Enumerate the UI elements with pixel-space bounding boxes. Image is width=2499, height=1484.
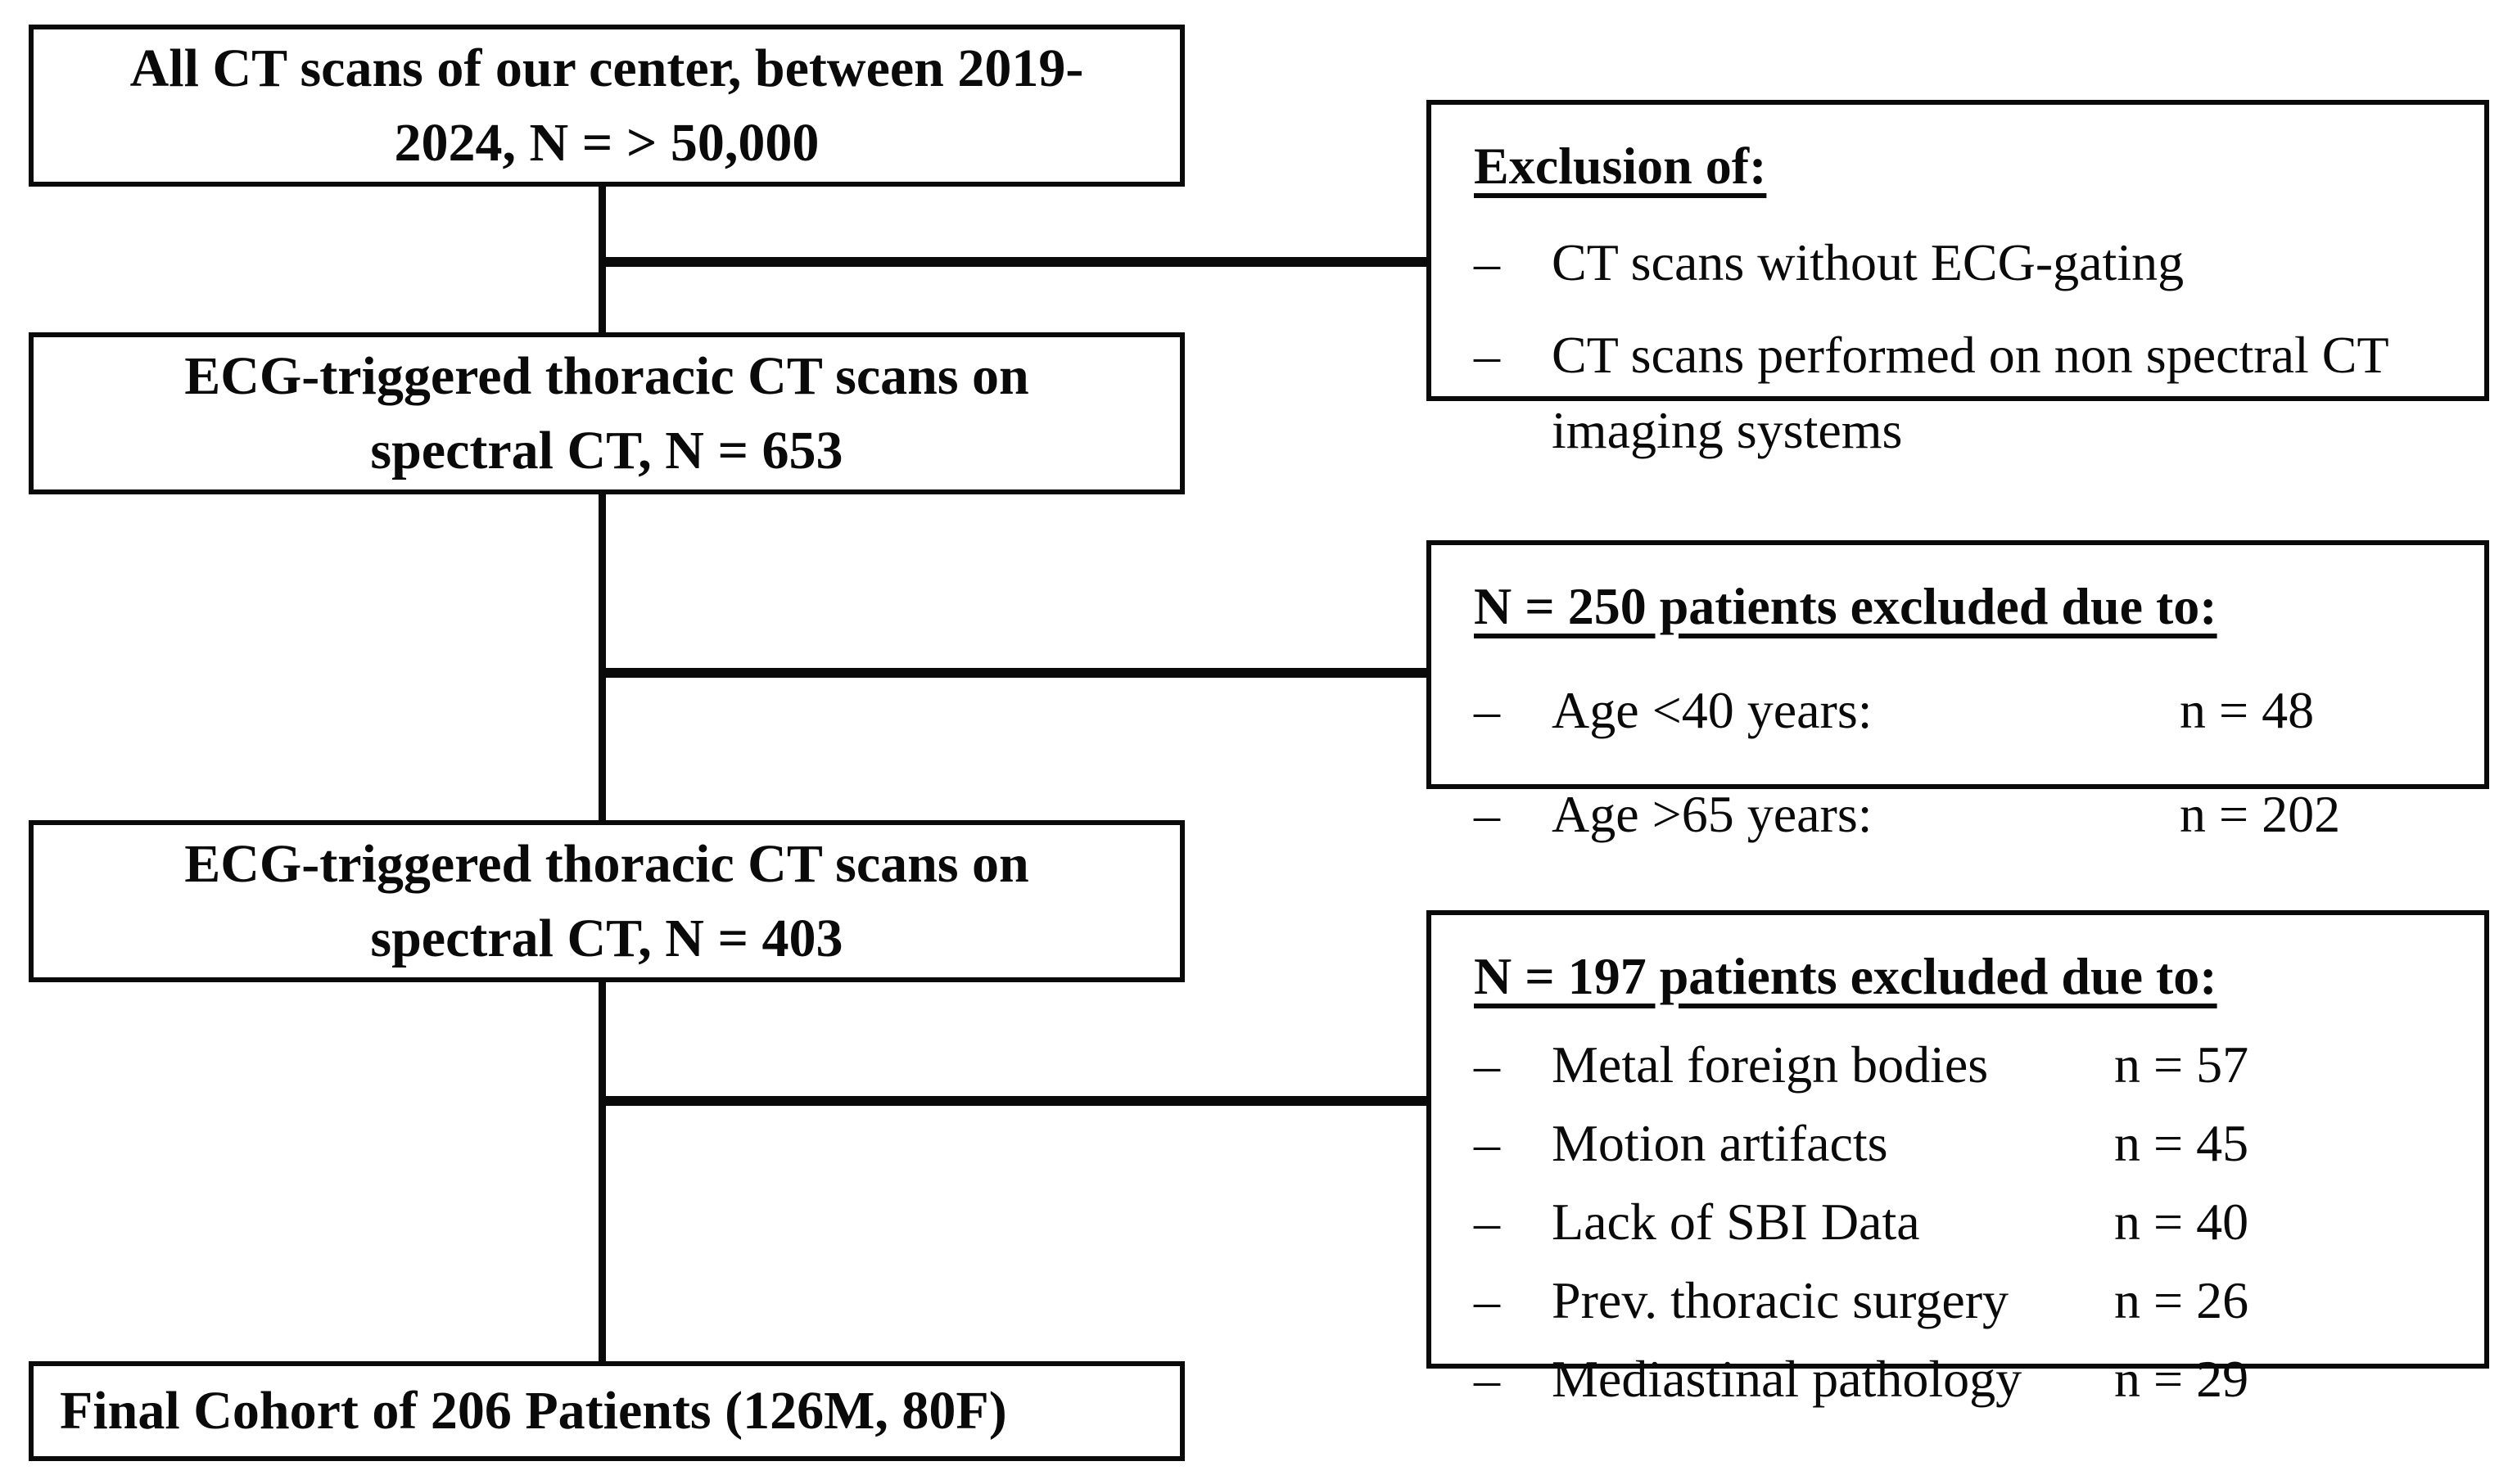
dash-bullet: – — [1474, 325, 1500, 384]
exclusion-box-2-item: – Age >65 years: n = 202 — [1474, 778, 2442, 852]
connector-branch-exclusion-3 — [602, 1096, 1430, 1106]
exclusion-item-text: Motion artifacts — [1552, 1113, 1888, 1172]
exclusion-box-3-item: – Motion artifacts n = 45 — [1474, 1107, 2442, 1179]
exclusion-box-1-item: – CT scans performed on non spectral CT … — [1474, 318, 2442, 470]
dash-bullet: – — [1474, 1270, 1500, 1329]
exclusion-item-text: CT scans performed on non spectral CT im… — [1552, 325, 2389, 460]
flow-box-ecg-triggered-653: ECG-triggered thoracic CT scans on spect… — [29, 332, 1185, 494]
exclusion-box-age-criteria: N = 250 patients excluded due to: – Age … — [1426, 540, 2489, 843]
exclusion-item-text: Lack of SBI Data — [1552, 1192, 1920, 1251]
flow-box-all-ct-scans: All CT scans of our center, between 2019… — [29, 25, 1185, 187]
exclusion-box-3-item: – Mediastinal pathology n = 29 — [1474, 1343, 2442, 1414]
dash-bullet: – — [1474, 680, 1500, 739]
dash-bullet: – — [1474, 784, 1500, 843]
exclusion-item-count: n = 202 — [2180, 784, 2341, 843]
exclusion-item-text: Age >65 years: — [1552, 784, 1873, 843]
dash-bullet: – — [1474, 1192, 1500, 1251]
exclusion-item-count: n = 57 — [2114, 1035, 2249, 1094]
exclusion-item-text: CT scans without ECG-gating — [1552, 232, 2185, 291]
flow-box-ecg-triggered-653-label: ECG-triggered thoracic CT scans on spect… — [184, 345, 1029, 480]
exclusion-box-other-criteria: N = 197 patients excluded due to: – Meta… — [1426, 910, 2489, 1408]
connector-branch-exclusion-1 — [602, 257, 1430, 267]
exclusion-box-2-heading: N = 250 patients excluded due to: — [1474, 577, 2217, 635]
dash-bullet: – — [1474, 1035, 1500, 1094]
exclusion-box-1-item: – CT scans without ECG-gating — [1474, 225, 2442, 301]
exclusion-item-count: n = 45 — [2114, 1113, 2249, 1172]
dash-bullet: – — [1474, 1350, 1500, 1408]
flow-box-ecg-triggered-403-label: ECG-triggered thoracic CT scans on spect… — [184, 833, 1029, 968]
connector-trunk-line — [599, 185, 606, 1365]
exclusion-item-count: n = 26 — [2114, 1270, 2249, 1329]
exclusion-item-count: n = 40 — [2114, 1192, 2249, 1251]
dash-bullet: – — [1474, 1113, 1500, 1172]
exclusion-item-text: Mediastinal pathology — [1552, 1350, 2022, 1408]
exclusion-box-3-heading: N = 197 patients excluded due to: — [1474, 947, 2217, 1005]
exclusion-box-3-item: – Lack of SBI Data n = 40 — [1474, 1186, 2442, 1257]
exclusion-item-count: n = 48 — [2180, 680, 2315, 739]
exclusion-box-3-item: – Metal foreign bodies n = 57 — [1474, 1029, 2442, 1100]
flow-box-all-ct-scans-label: All CT scans of our center, between 2019… — [129, 38, 1084, 173]
flow-box-ecg-triggered-403: ECG-triggered thoracic CT scans on spect… — [29, 820, 1185, 982]
dash-bullet: – — [1474, 232, 1500, 291]
exclusion-item-text: Age <40 years: — [1552, 680, 1873, 739]
exclusion-item-text: Prev. thoracic surgery — [1552, 1270, 2009, 1329]
flow-box-final-cohort: Final Cohort of 206 Patients (126M, 80F) — [29, 1361, 1185, 1461]
exclusion-box-1-heading: Exclusion of: — [1474, 137, 1767, 195]
exclusion-box-ecg-gating: Exclusion of: – CT scans without ECG-gat… — [1426, 100, 2489, 459]
exclusion-item-text: Metal foreign bodies — [1552, 1035, 1989, 1094]
exclusion-box-2-item: – Age <40 years: n = 48 — [1474, 674, 2442, 748]
exclusion-item-count: n = 29 — [2114, 1350, 2249, 1408]
flow-box-final-cohort-label: Final Cohort of 206 Patients (126M, 80F) — [60, 1381, 1007, 1441]
exclusion-box-3-item: – Prev. thoracic surgery n = 26 — [1474, 1265, 2442, 1336]
connector-branch-exclusion-2 — [602, 668, 1430, 678]
